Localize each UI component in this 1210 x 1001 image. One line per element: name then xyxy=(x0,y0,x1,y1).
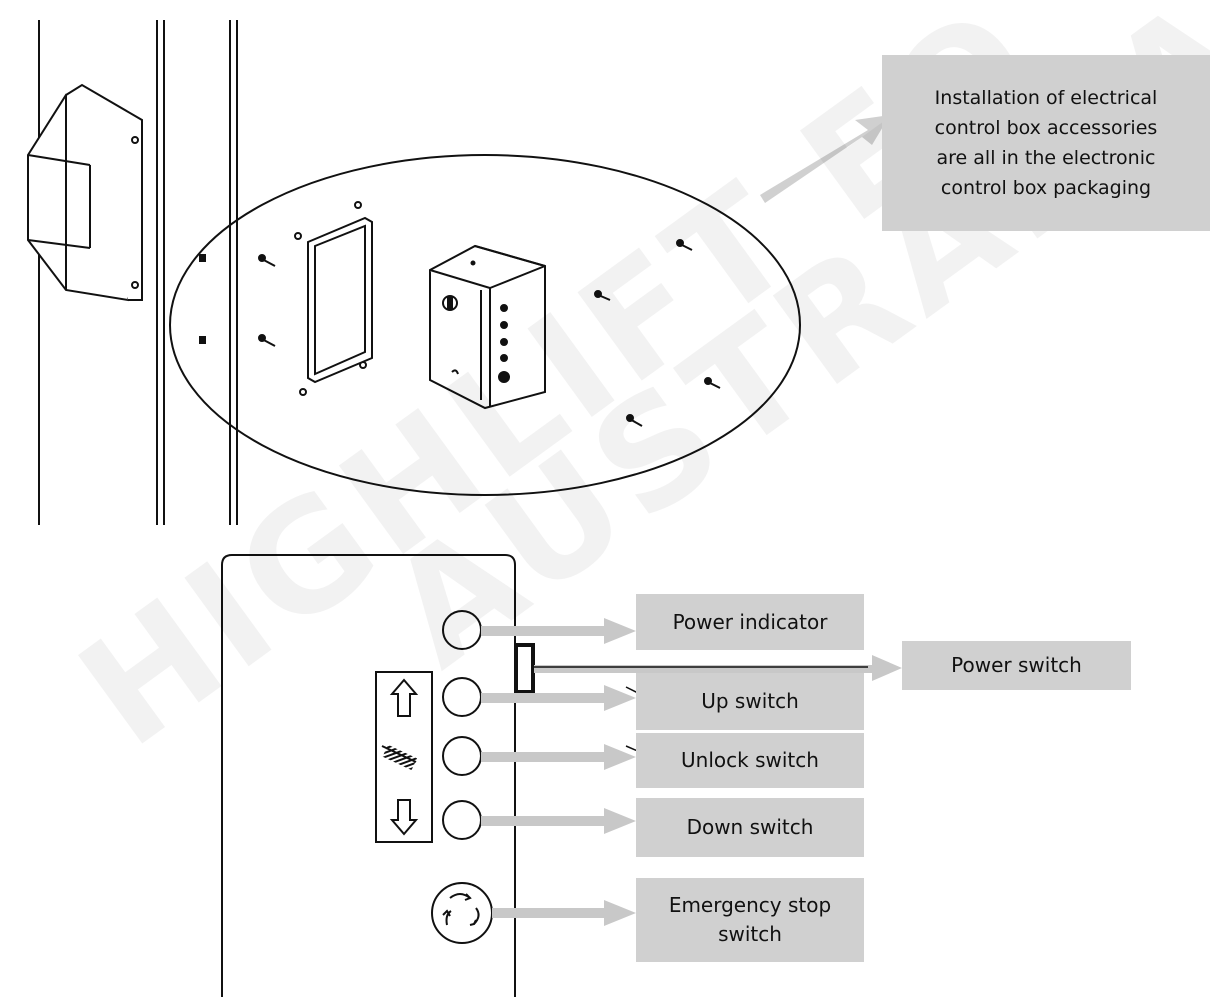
control-panel xyxy=(221,554,535,997)
accessories-pointer xyxy=(760,115,890,203)
accessories-label: Installation of electrical control box a… xyxy=(882,55,1210,231)
power-indicator-label: Power indicator xyxy=(636,594,864,650)
screws xyxy=(199,201,721,427)
down-switch-label-text: Down switch xyxy=(686,815,814,839)
mounted-control-box xyxy=(27,83,143,302)
up-switch-label: Up switch xyxy=(636,673,864,730)
power-switch-label-text: Power switch xyxy=(951,653,1082,677)
accessories-label-text: Installation of electrical control box a… xyxy=(934,87,1158,199)
power-indicator-label-text: Power indicator xyxy=(672,609,828,634)
callout-arrows xyxy=(481,618,902,926)
column-posts xyxy=(38,20,238,525)
accessories-ellipse xyxy=(169,154,801,496)
emergency-stop-label: Emergency stop switch xyxy=(636,878,864,962)
unlock-switch-label-text: Unlock switch xyxy=(681,748,819,772)
emergency-stop-label-text: Emergency stop switch xyxy=(668,893,832,946)
electronic-control-box xyxy=(429,244,546,410)
mounting-plate xyxy=(307,216,373,384)
up-switch-label-text: Up switch xyxy=(701,689,799,713)
down-switch-label: Down switch xyxy=(636,798,864,857)
unlock-switch-label: Unlock switch xyxy=(636,733,864,788)
power-switch-label: Power switch xyxy=(902,641,1131,690)
